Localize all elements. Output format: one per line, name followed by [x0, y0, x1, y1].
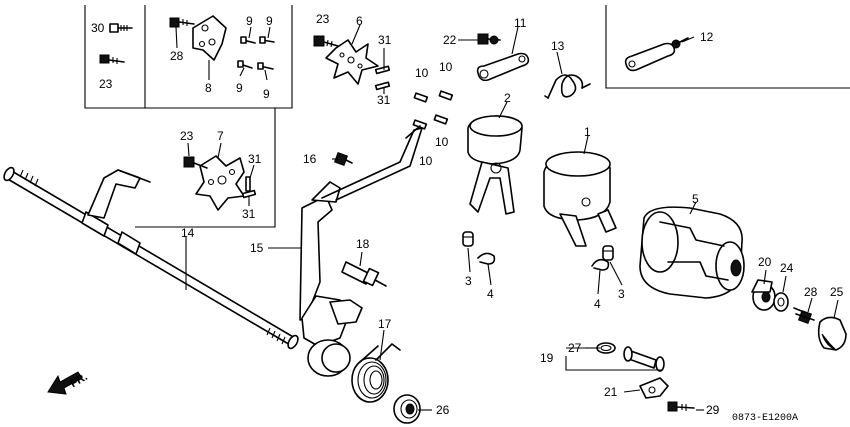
bolt-29-icon [667, 401, 695, 412]
pins-10-icon [412, 90, 454, 130]
pin-3-right-icon [602, 245, 614, 261]
pin-3-left-icon [462, 231, 474, 247]
callout-20: 20 [758, 255, 772, 269]
clip-4-left-icon [477, 252, 496, 265]
callout-10: 10 [419, 154, 433, 168]
callout-23: 23 [99, 77, 113, 91]
callout-7: 7 [217, 129, 224, 143]
callout-13: 13 [551, 39, 565, 53]
callout-28: 28 [170, 49, 184, 63]
clip-4-right-icon [591, 258, 610, 271]
callout-6: 6 [356, 14, 363, 28]
spring-13-icon [544, 74, 591, 99]
callout-29: 29 [706, 403, 720, 417]
callout-3: 3 [618, 287, 625, 301]
callout-31: 31 [248, 152, 262, 166]
callout-19: 19 [540, 351, 554, 365]
plate-20-icon [751, 279, 776, 311]
callout-17: 17 [378, 317, 392, 331]
callout-4: 4 [487, 287, 494, 301]
callout-11: 11 [514, 16, 527, 30]
lever-15-icon [299, 125, 423, 377]
washer-24-icon [773, 292, 789, 312]
callout-9: 9 [266, 14, 273, 28]
bolt-23-lower-icon [183, 156, 208, 169]
callout-23: 23 [180, 129, 194, 143]
callout-30: 30 [91, 21, 105, 35]
callout-4: 4 [594, 297, 601, 311]
callout-5: 5 [692, 192, 699, 206]
cap-25-icon [817, 316, 847, 351]
clip-21-icon [639, 377, 669, 399]
callout-25: 25 [830, 285, 844, 299]
callout-15: 15 [250, 241, 264, 255]
pins-9-icon [237, 36, 275, 70]
callout-31: 31 [378, 33, 392, 47]
bolt-30-icon [109, 23, 133, 33]
fork-2-icon [467, 115, 523, 215]
callout-28: 28 [804, 285, 818, 299]
arm-11-icon [476, 52, 530, 82]
front-direction-label: FR. [68, 371, 89, 390]
seal-26-icon [393, 394, 421, 424]
front-arrow-icon [47, 371, 83, 395]
drum-5-icon [639, 206, 745, 299]
callout-3: 3 [465, 274, 472, 288]
arm-12-icon [624, 37, 689, 72]
callout-24: 24 [780, 261, 794, 275]
callout-18: 18 [356, 237, 370, 251]
pin-19-icon [623, 346, 665, 372]
callout-10: 10 [435, 135, 449, 149]
spring-17-icon [351, 343, 401, 403]
callout-9: 9 [236, 81, 243, 95]
callout-labels: 1 2 3 3 4 4 5 6 7 8 9 9 9 9 10 10 10 10 … [91, 12, 844, 417]
bolt-28-right-icon [793, 307, 815, 325]
plate-8-icon [192, 15, 227, 61]
callout-16: 16 [303, 152, 317, 166]
bolt-28-icon [169, 17, 195, 28]
inset-box-borders [84, 5, 850, 228]
star-plate-7-icon [195, 155, 245, 211]
callout-21: 21 [604, 385, 618, 399]
callout-1: 1 [584, 125, 591, 139]
bolt-23-mid-icon [313, 35, 339, 48]
star-plate-6-icon [325, 39, 379, 85]
callout-31: 31 [377, 93, 391, 107]
fork-1-icon [543, 151, 617, 247]
callout-12: 12 [700, 30, 714, 44]
bolt-18-icon [341, 261, 387, 287]
callout-10: 10 [439, 60, 453, 74]
bolt-23-top-icon [99, 54, 125, 64]
callout-10: 10 [415, 66, 429, 80]
callout-2: 2 [504, 91, 511, 105]
figure-code: 0873-E1200A [732, 413, 798, 424]
oring-27-icon [596, 342, 616, 354]
callout-26: 26 [436, 403, 450, 417]
shaft-14-icon [3, 166, 299, 350]
callout-23: 23 [316, 12, 330, 26]
callout-31: 31 [242, 207, 256, 221]
callout-9: 9 [263, 87, 270, 101]
callout-9: 9 [246, 14, 253, 28]
callout-14: 14 [181, 226, 195, 240]
pins-31-top-icon [374, 65, 391, 91]
callout-8: 8 [205, 81, 212, 95]
callout-27: 27 [568, 341, 582, 355]
pins-31-lower-icon [241, 176, 257, 199]
spring-16-icon [333, 151, 353, 167]
callout-22: 22 [443, 33, 457, 47]
leader-lines [175, 24, 839, 411]
bolt-22-icon [477, 33, 501, 45]
